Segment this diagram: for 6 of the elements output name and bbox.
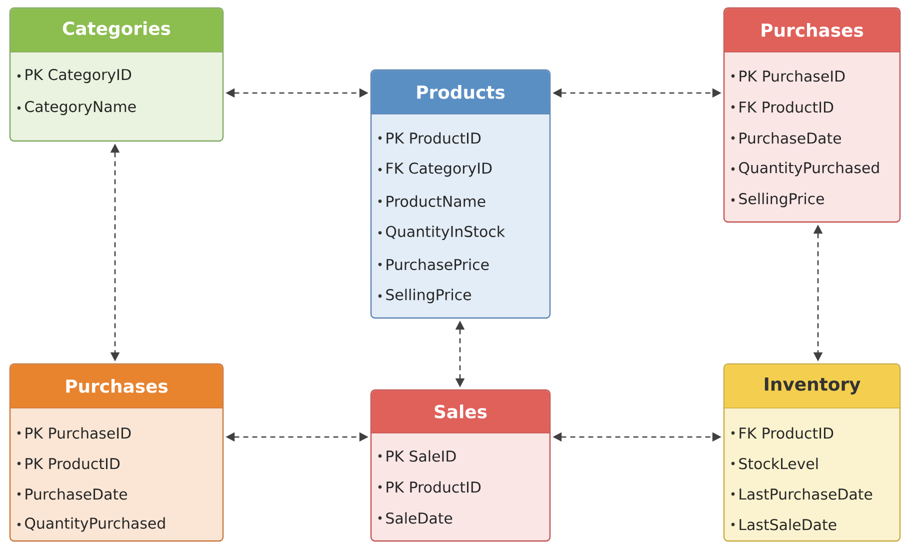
table-box: Sales PK SaleID PK ProductID SaleDate xyxy=(370,389,551,542)
table-box: Purchases PK PurchaseID PK ProductID PurchaseDate QuantityPurchased xyxy=(9,363,224,542)
table-box: Categories PK CategoryID CategoryName xyxy=(9,7,224,142)
table-box: Products PK ProductID FK CategoryID ProductName QuantityInStock PurchasePrice SellingPrice xyxy=(370,69,551,319)
table-box: Purchases PK PurchaseID FK ProductID PurchaseDate QuantityPurchased SellingPrice xyxy=(723,7,901,223)
table-box: Inventory FK ProductID StockLevel LastPurchaseDate LastSaleDate xyxy=(723,363,901,542)
